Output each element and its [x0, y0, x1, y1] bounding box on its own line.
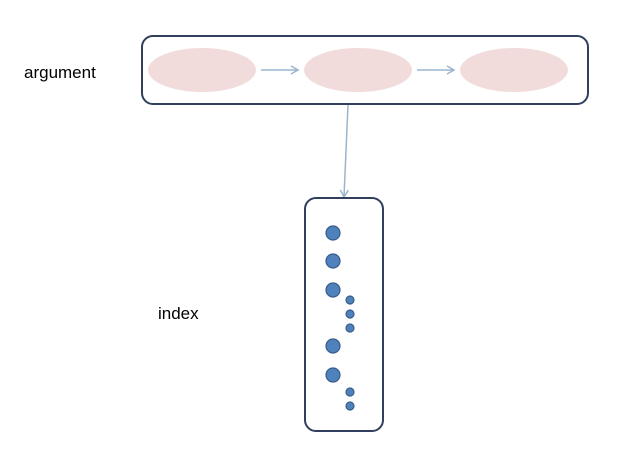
argument-node-1	[148, 48, 256, 92]
index-dot-1	[325, 225, 341, 241]
index-dot-6	[345, 323, 355, 333]
argument-node-2	[304, 48, 412, 92]
index-dot-10	[345, 401, 355, 411]
argument-label: argument	[24, 63, 96, 82]
index-dot-2	[325, 253, 341, 269]
index-label: index	[158, 304, 199, 323]
argument-node-3	[460, 48, 568, 92]
index-dot-8	[325, 367, 341, 383]
argument-box	[141, 35, 589, 105]
index-entries	[325, 225, 355, 411]
index-dot-5	[345, 309, 355, 319]
index-box	[304, 197, 384, 432]
index-dot-4	[345, 295, 355, 305]
index-dot-7	[325, 338, 341, 354]
argument-to-index-arrow	[339, 104, 349, 199]
index-dot-3	[325, 282, 341, 298]
index-dot-9	[345, 387, 355, 397]
